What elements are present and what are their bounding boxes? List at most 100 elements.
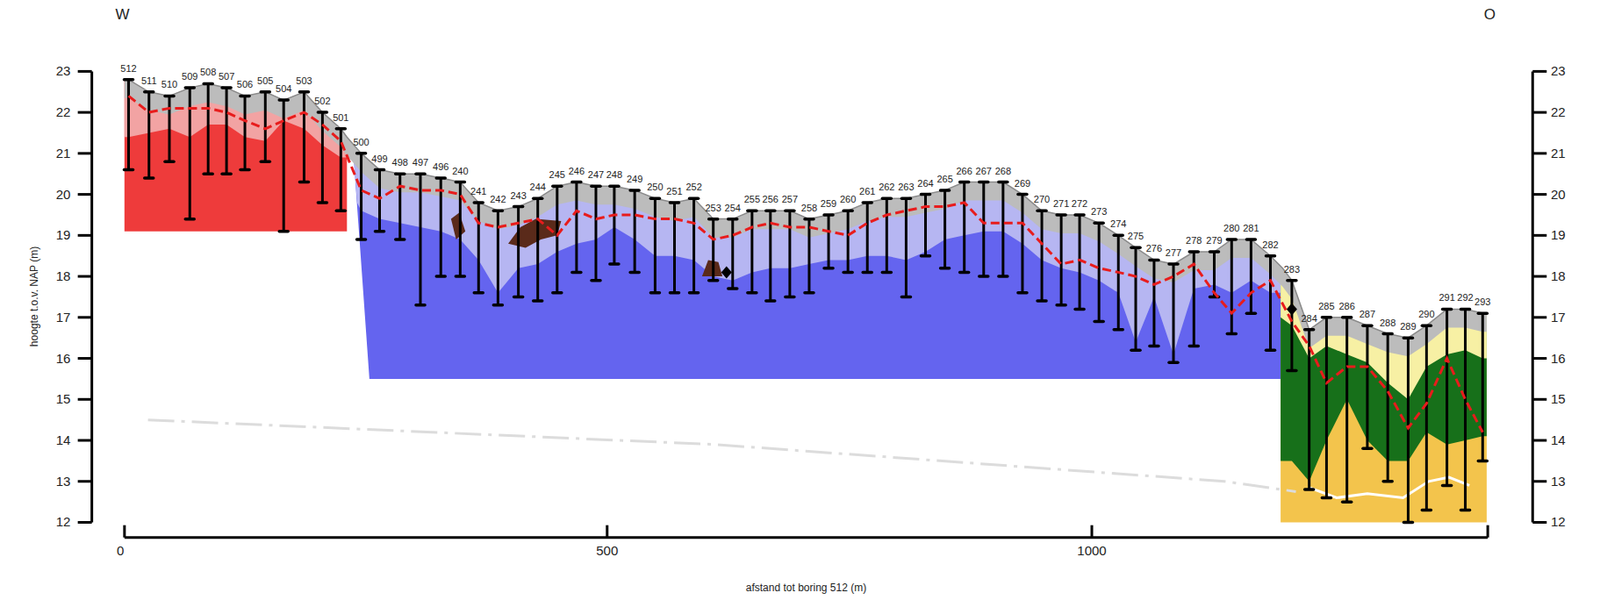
label-anchor: 498 [392, 153, 409, 170]
label-anchor: 268 [995, 162, 1012, 179]
tick-label: 22 [1550, 104, 1566, 120]
borehole [1307, 330, 1311, 490]
borehole-cap [1321, 496, 1331, 501]
label-anchor: 281 [1242, 219, 1259, 236]
label-anchor: 18 [56, 268, 72, 285]
label-anchor: 512 [120, 59, 137, 76]
borehole-cap [1149, 344, 1159, 349]
borehole [225, 87, 229, 174]
boring-number: 500 [352, 136, 369, 148]
label-anchor: 503 [295, 71, 312, 88]
borehole-cap [1383, 332, 1392, 337]
label-anchor: 15 [1550, 391, 1566, 408]
borehole-cap [1056, 213, 1066, 217]
borehole-cap [785, 295, 795, 300]
borehole-cap [1363, 447, 1372, 452]
label-anchor: 273 [1090, 202, 1107, 219]
borehole-cap [669, 200, 679, 205]
boring-number: 244 [530, 181, 546, 193]
borehole [653, 198, 657, 293]
borehole-cap [1305, 487, 1314, 492]
y-tick [78, 439, 93, 443]
label-anchor: 283 [1284, 260, 1300, 277]
borehole-cap [279, 229, 288, 234]
label-anchor: 293 [1474, 293, 1491, 309]
boring-number: 253 [704, 202, 721, 214]
label-anchor: 282 [1262, 236, 1278, 252]
boring-number: 504 [275, 83, 292, 94]
boring-number: 245 [549, 169, 566, 180]
y-axis [1531, 71, 1535, 523]
y-tick [1532, 151, 1547, 155]
borehole-cap [165, 94, 174, 99]
borehole-cap [1363, 323, 1372, 328]
borehole-cap [357, 151, 366, 156]
borehole-cap [1189, 344, 1199, 349]
borehole-cap [1075, 213, 1084, 217]
borehole-cap [1113, 328, 1123, 332]
borehole-cap [1149, 258, 1159, 263]
label-anchor: 22 [1550, 104, 1566, 121]
borehole [207, 83, 210, 174]
y-tick [1532, 275, 1547, 279]
label-anchor: 272 [1071, 194, 1088, 211]
y-tick [1532, 315, 1547, 319]
tick-label: 20 [1550, 186, 1566, 202]
boring-number: 511 [141, 75, 158, 87]
borehole-cap [1094, 320, 1104, 324]
y-tick [1532, 234, 1547, 237]
boring-number: 249 [626, 173, 643, 185]
y-axis [90, 71, 94, 523]
borehole [1078, 215, 1082, 309]
borehole-cap [1075, 308, 1084, 312]
boring-number: 251 [666, 186, 682, 197]
borehole [885, 198, 889, 273]
label-anchor: 280 [1223, 219, 1240, 236]
boring-number: 262 [878, 181, 895, 193]
borehole [536, 198, 539, 302]
label-anchor: 260 [839, 190, 856, 207]
label-anchor: 19 [1550, 227, 1566, 244]
boring-number: 276 [1146, 243, 1163, 254]
boring-number: 242 [489, 193, 506, 205]
borehole-cap [473, 200, 483, 205]
boring-number: 282 [1262, 239, 1278, 251]
label-anchor: 279 [1205, 231, 1222, 248]
label-anchor: 262 [878, 178, 895, 194]
label-anchor: 496 [432, 157, 449, 174]
borehole-cap [921, 193, 931, 197]
borehole-cap [374, 229, 384, 234]
tick-label: 18 [56, 268, 72, 284]
boring-number: 268 [995, 165, 1012, 177]
y-tick [1532, 357, 1547, 360]
label-anchor: 14 [56, 432, 72, 449]
borehole-cap [940, 188, 950, 193]
borehole-cap [222, 86, 231, 90]
borehole-cap [144, 90, 154, 94]
borehole-cap [630, 188, 639, 193]
borehole-cap [552, 184, 562, 188]
label-anchor: 16 [56, 351, 72, 367]
boring-number: 267 [975, 165, 992, 177]
label-anchor: 13 [56, 473, 72, 490]
borehole-cap [882, 197, 891, 201]
label-anchor: 15 [56, 391, 72, 408]
borehole-cap [940, 266, 950, 271]
label-anchor: W [114, 6, 130, 24]
borehole-cap [572, 180, 582, 185]
borehole-cap [1131, 246, 1141, 251]
borehole-cap [144, 176, 154, 180]
boring-number: 498 [392, 157, 409, 168]
label-anchor: 20 [1550, 186, 1566, 203]
borehole [1001, 182, 1005, 277]
borehole-cap [1342, 315, 1352, 320]
label-anchor: 287 [1359, 305, 1376, 322]
boring-number: 258 [801, 202, 818, 214]
label-anchor: 288 [1379, 314, 1396, 331]
boring-number: 264 [917, 178, 933, 189]
boring-number: 274 [1110, 218, 1127, 230]
boring-number: 290 [1418, 308, 1435, 320]
label-anchor: 508 [200, 63, 216, 79]
borehole-cap [416, 172, 425, 176]
